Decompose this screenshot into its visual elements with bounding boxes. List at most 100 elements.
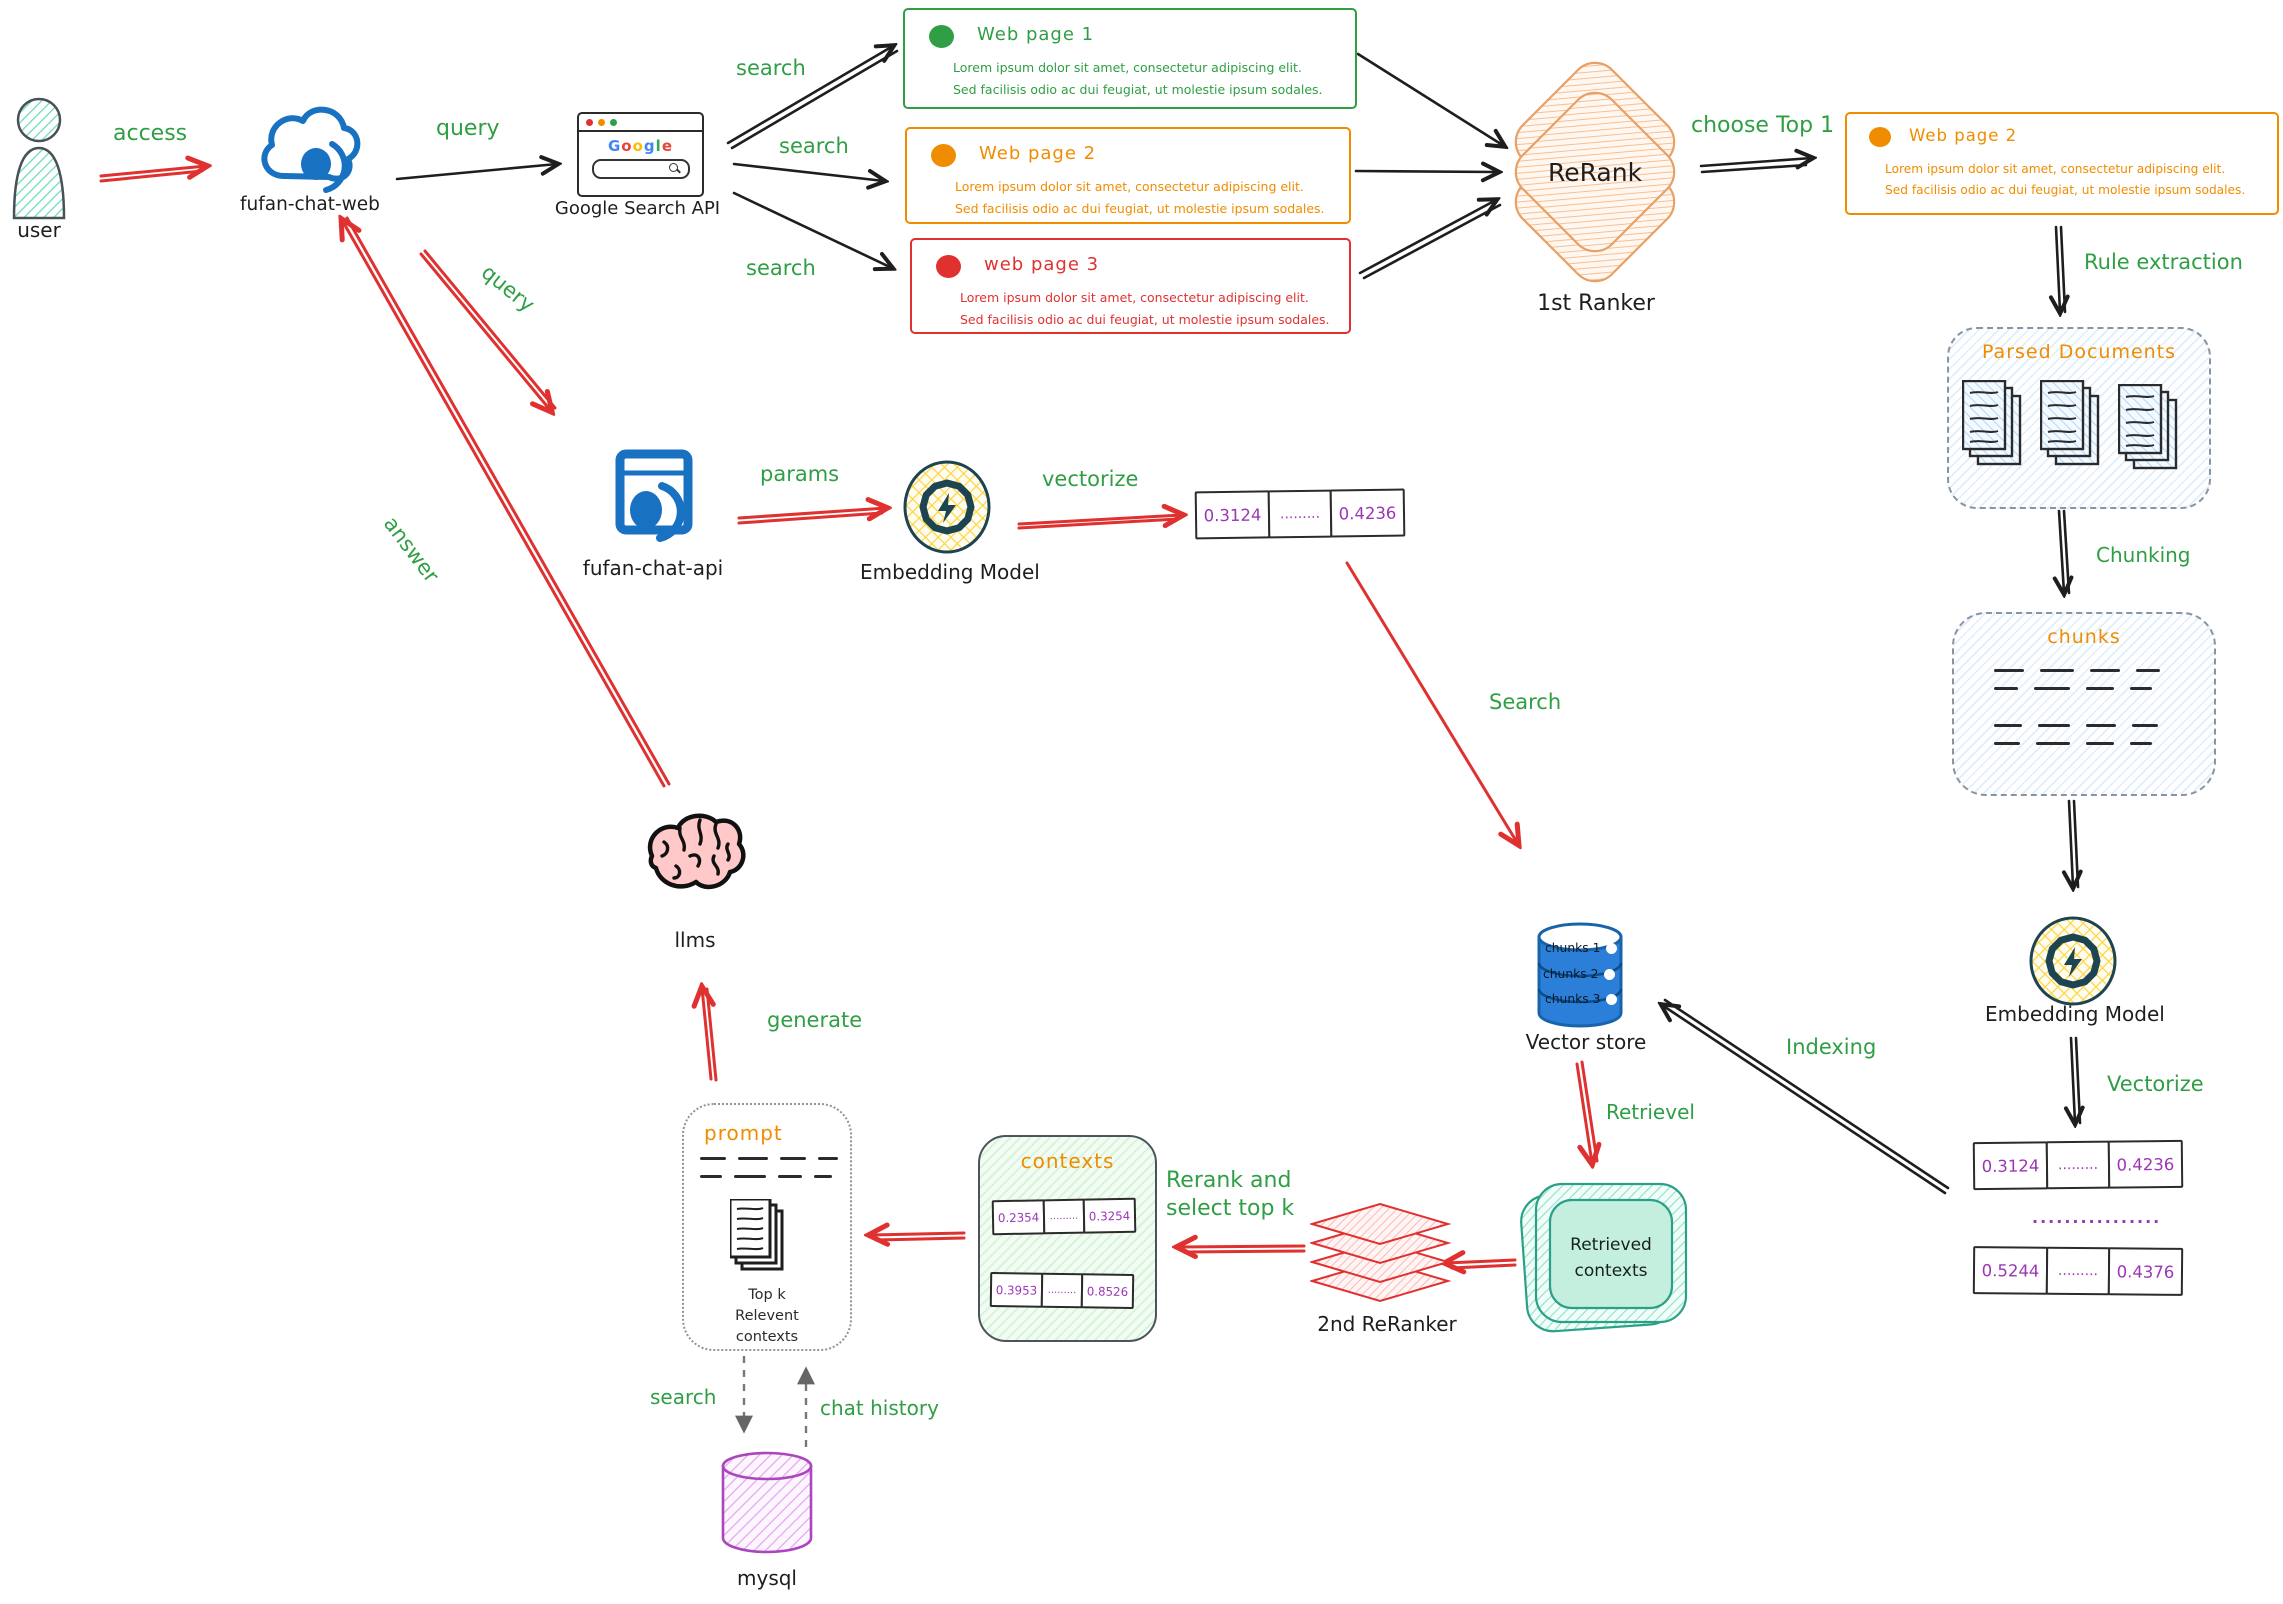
web-page-3-card: web page 3 Lorem ipsum dolor sit amet, c… xyxy=(910,238,1351,334)
retrieved-contexts-icon xyxy=(1520,1182,1688,1333)
web-page-2-selected-line1: Lorem ipsum dolor sit amet, consectetur … xyxy=(1885,162,2226,176)
edge-label-params: params xyxy=(760,462,840,486)
vector-value: 0.3124 xyxy=(1194,490,1271,540)
chunk-marks xyxy=(1994,742,2152,745)
magnifier-icon xyxy=(668,163,678,172)
chunks-title: chunks xyxy=(2047,626,2121,648)
prompt-marks xyxy=(700,1175,832,1178)
vector-row: 0.2354 ......... 0.3254 xyxy=(991,1197,1137,1236)
edge-label-chat-history: chat history xyxy=(820,1396,939,1420)
edge-label-answer: answer xyxy=(378,512,444,588)
rerank-label: ReRank xyxy=(1547,158,1643,187)
embedding-model-right-label: Embedding Model xyxy=(1985,1002,2165,1026)
edge-label-vectorize-mid: vectorize xyxy=(1042,467,1139,491)
prompt-box: prompt Top k Relevent contexts xyxy=(682,1103,852,1351)
document-stack-icon xyxy=(730,1199,784,1271)
layer-dot-icon xyxy=(1606,993,1617,1005)
web-page-2-card: Web page 2 Lorem ipsum dolor sit amet, c… xyxy=(905,127,1351,224)
vector-dots: ......... xyxy=(2045,1140,2111,1190)
prompt-marks xyxy=(700,1157,838,1160)
vector-value: 0.4376 xyxy=(2107,1247,2184,1296)
edge-label-query-web: query xyxy=(436,116,500,141)
user-icon xyxy=(12,97,66,220)
vector-store-layer-3: chunks 3 xyxy=(1545,992,1617,1006)
vector-row: 0.5244 ......... 0.4376 xyxy=(1972,1246,2184,1296)
mysql-icon xyxy=(721,1451,813,1554)
vector-dots: ......... xyxy=(1042,1198,1086,1235)
chunks-box: chunks xyxy=(1952,612,2216,796)
vector-store-label: Vector store xyxy=(1525,1030,1647,1054)
edge-label-search-db: search xyxy=(650,1385,717,1409)
edge-label-retrievel: Retrievel xyxy=(1606,1100,1695,1124)
user-label: user xyxy=(17,218,61,242)
window-dot-green xyxy=(610,118,617,126)
embedding-model-icon xyxy=(903,460,991,554)
vector-row: 0.3124 ......... 0.4236 xyxy=(1972,1139,2184,1191)
chunk-marks xyxy=(1994,724,2158,727)
web-page-3-line1: Lorem ipsum dolor sit amet, consectetur … xyxy=(960,290,1309,305)
edge-label-chunking: Chunking xyxy=(2096,543,2191,567)
chunk-marks xyxy=(1994,669,2160,672)
llms-label: llms xyxy=(674,928,716,952)
web-page-2-selected-card: Web page 2 Lorem ipsum dolor sit amet, c… xyxy=(1845,112,2279,215)
document-stack-icon xyxy=(2040,380,2100,466)
edge-label-search-a: search xyxy=(736,56,806,80)
web-page-2-selected-title: Web page 2 xyxy=(1909,126,2018,145)
contexts-box: contexts 0.2354 ......... 0.3254 0.3953 … xyxy=(978,1135,1157,1342)
vector-value: 0.4236 xyxy=(2107,1139,2184,1189)
window-dot-red xyxy=(586,118,593,126)
document-stack-icon xyxy=(2118,384,2178,470)
google-logo: Google xyxy=(607,137,674,155)
edge-label-indexing: Indexing xyxy=(1786,1035,1877,1059)
vector-row: 0.3124 ......... 0.4236 xyxy=(1194,488,1406,540)
vector-value: 0.4236 xyxy=(1329,488,1406,538)
edge-label-rule-extraction: Rule extraction xyxy=(2084,250,2243,274)
edge-label-vectorize-right: Vectorize xyxy=(2107,1072,2204,1096)
prompt-title: prompt xyxy=(704,1121,783,1145)
edge-label-search-mid: Search xyxy=(1489,690,1562,714)
vector-dots: ......... xyxy=(1040,1272,1084,1309)
layer-dot-icon xyxy=(1606,942,1617,954)
contexts-title: contexts xyxy=(1020,1149,1115,1173)
search-box[interactable] xyxy=(591,159,690,179)
orange-dot-icon xyxy=(1869,127,1891,147)
web-page-3-title: web page 3 xyxy=(984,254,1100,275)
document-stack-icon xyxy=(1962,380,2022,466)
vector-value: 0.3124 xyxy=(1972,1141,2049,1191)
fufan-chat-web-label: fufan-chat-web xyxy=(240,194,380,215)
edge-label-rerank-1: Rerank and xyxy=(1166,1168,1292,1193)
web-page-2-line2: Sed facilisis odio ac dui feugiat, ut mo… xyxy=(955,201,1325,216)
second-reranker-caption: 2nd ReRanker xyxy=(1317,1312,1457,1336)
google-browser-window: Google xyxy=(577,112,704,197)
edge-label-access: access xyxy=(113,121,188,146)
edge-label-generate: generate xyxy=(767,1008,863,1032)
green-dot-icon xyxy=(929,25,954,48)
fufan-chat-api-label: fufan-chat-api xyxy=(582,556,724,580)
embedding-model-icon xyxy=(2029,916,2117,1006)
layer-dot-icon xyxy=(1604,968,1615,980)
vector-value: 0.3953 xyxy=(989,1272,1044,1308)
web-page-2-selected-line2: Sed facilisis odio ac dui feugiat, ut mo… xyxy=(1885,183,2246,197)
vector-store-layer-1: chunks 1 xyxy=(1545,941,1617,955)
web-page-1-line1: Lorem ipsum dolor sit amet, consectetur … xyxy=(953,60,1302,75)
vector-dots: ......... xyxy=(1267,489,1333,539)
vector-value: 0.8526 xyxy=(1080,1273,1135,1310)
vector-value: 0.3254 xyxy=(1082,1197,1137,1234)
vector-value: 0.5244 xyxy=(1972,1246,2049,1295)
edge-label-choose-top1: choose Top 1 xyxy=(1691,113,1835,138)
first-ranker-caption: 1st Ranker xyxy=(1537,291,1655,316)
retrieved-contexts-label: Retrieved contexts xyxy=(1570,1235,1652,1281)
web-page-2-line1: Lorem ipsum dolor sit amet, consectetur … xyxy=(955,179,1304,194)
web-page-3-line2: Sed facilisis odio ac dui feugiat, ut mo… xyxy=(960,312,1330,327)
window-dot-orange xyxy=(598,118,605,126)
red-dot-icon xyxy=(936,255,961,278)
mysql-label: mysql xyxy=(737,1566,797,1590)
google-api-label: Google Search API xyxy=(554,198,721,219)
edge-label-rerank-2: select top k xyxy=(1166,1196,1295,1221)
parsed-documents-title: Parsed Documents xyxy=(1981,341,2177,363)
brain-icon xyxy=(647,813,746,890)
prompt-caption: Top k Relevent contexts xyxy=(735,1287,799,1345)
vector-dots: ......... xyxy=(2045,1246,2111,1296)
web-page-2-title: Web page 2 xyxy=(979,143,1097,164)
